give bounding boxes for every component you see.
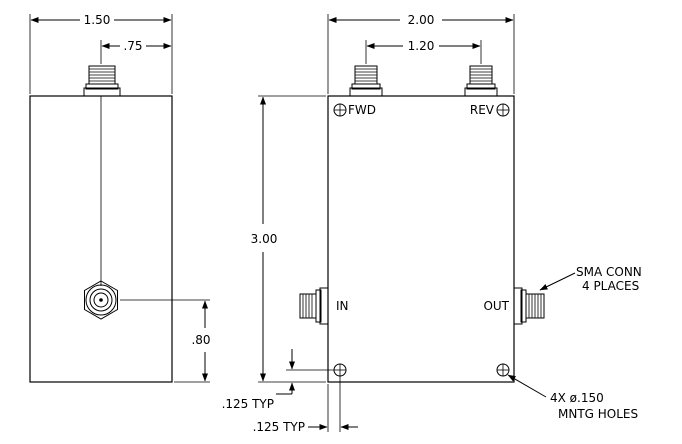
mounting-hole-bottom-left (333, 363, 347, 377)
side-top-connector (83, 65, 121, 97)
note-connector-line2: 4 PLACES (582, 279, 639, 293)
notes: SMA CONN 4 PLACES 4X ø.150 MNTG HOLES (507, 265, 642, 421)
dim-side-connector-offset: .75 (123, 39, 142, 53)
side-end-connector (84, 280, 118, 320)
note-connector-line1: SMA CONN (576, 265, 642, 279)
fwd-connector (349, 65, 383, 97)
front-view: FWD REV IN OUT 2.00 1.20 3.00 .125 TYP (222, 13, 545, 434)
dim-side-connector-height: .80 (191, 333, 210, 347)
note-holes-line2: MNTG HOLES (558, 407, 638, 421)
label-rev: REV (470, 103, 495, 117)
dim-hole-offset-horizontal: .125 TYP (253, 420, 305, 434)
front-view-body (327, 95, 515, 383)
dim-front-width: 2.00 (408, 13, 435, 27)
label-fwd: FWD (348, 103, 376, 117)
in-connector (299, 287, 329, 325)
label-out: OUT (483, 299, 509, 313)
mounting-hole-bottom-right (496, 363, 510, 377)
dim-hole-offset-vertical: .125 TYP (222, 397, 274, 411)
dim-height: 3.00 (251, 232, 278, 246)
side-view: 1.50 .75 .80 (29, 13, 211, 383)
label-in: IN (336, 299, 349, 313)
out-connector (513, 287, 545, 325)
rev-connector (464, 65, 498, 97)
dim-connector-spacing: 1.20 (408, 39, 435, 53)
note-holes-line1: 4X ø.150 (550, 391, 604, 405)
dim-side-width: 1.50 (84, 13, 111, 27)
mounting-hole-top-right (496, 103, 510, 117)
mounting-hole-top-left (333, 103, 347, 117)
